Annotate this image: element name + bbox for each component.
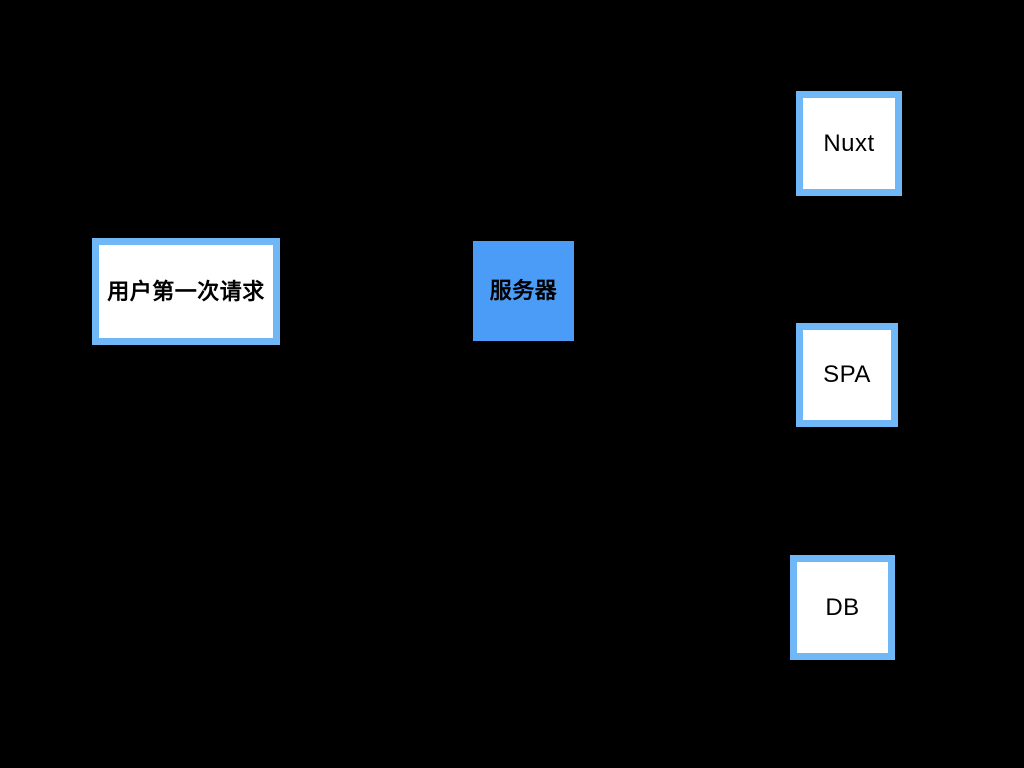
node-nuxt-label: Nuxt [823,129,875,157]
node-server-label: 服务器 [489,278,558,303]
node-db: DB [790,555,895,660]
node-spa: SPA [796,323,898,427]
node-server: 服务器 [473,241,574,341]
node-spa-label: SPA [823,361,871,388]
node-user-first-request-label: 用户第一次请求 [107,278,265,304]
node-db-label: DB [825,593,860,621]
node-user-first-request: 用户第一次请求 [92,238,280,345]
node-nuxt: Nuxt [796,91,902,196]
